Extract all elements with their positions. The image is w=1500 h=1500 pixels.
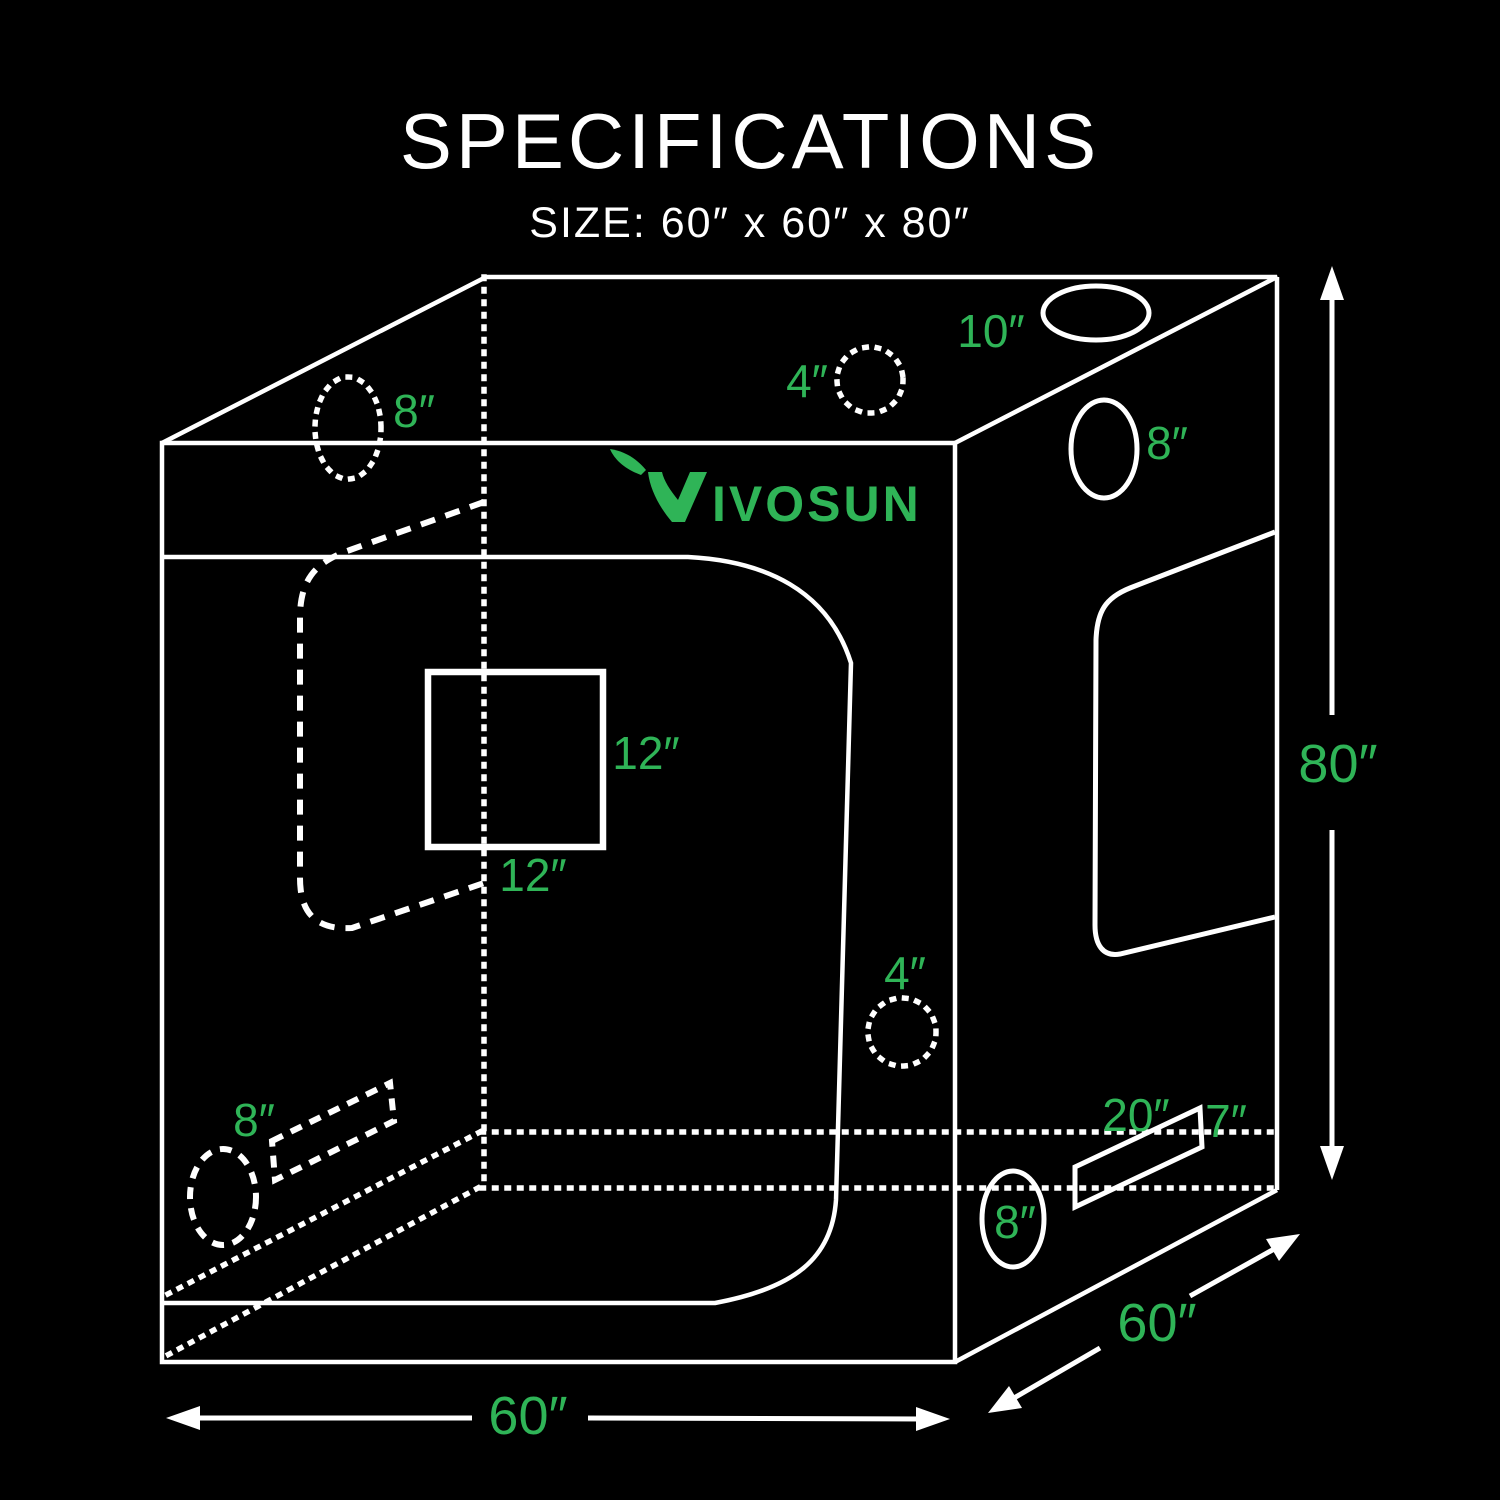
arrow-up-right-icon <box>1266 1234 1300 1261</box>
hidden-floor-left-edge-upper <box>160 1128 484 1300</box>
front-cord-port-label: 4″ <box>884 947 926 999</box>
width-dimension: 60″ <box>166 1386 950 1446</box>
page-title: SPECIFICATIONS <box>400 97 1100 185</box>
duct-port-top-left-8in <box>312 374 384 482</box>
left-duct-label: 8″ <box>233 1094 275 1146</box>
depth-dimension: 60″ <box>988 1234 1300 1413</box>
hidden-floor-left-edge-lower <box>158 1184 482 1362</box>
arrow-down-icon <box>1320 1146 1344 1180</box>
vivosun-logo-text: IVOSUN <box>712 476 922 532</box>
left-vent-hidden <box>268 1078 398 1185</box>
front-door-outline <box>162 554 854 1306</box>
vivosun-logo: IVOSUN <box>610 449 922 532</box>
vent-width-label: 20″ <box>1102 1089 1169 1141</box>
width-label: 60″ <box>488 1386 567 1446</box>
right-duct-label: 8″ <box>1146 417 1188 469</box>
arrow-down-left-icon <box>988 1386 1022 1413</box>
height-dimension: 80″ <box>1298 266 1378 1180</box>
front-door <box>162 554 854 1306</box>
top-duct-label: 10″ <box>957 305 1024 357</box>
duct-port-right-bottom-8in <box>979 1168 1047 1270</box>
depth-label: 60″ <box>1117 1293 1196 1353</box>
duct-port-left-hidden-8in <box>187 1146 259 1248</box>
hidden-left-door-outline <box>297 499 486 932</box>
vivosun-leaf-v-mark <box>648 472 707 522</box>
vent-height-label: 7″ <box>1205 1095 1247 1147</box>
duct-port-top-10in <box>1040 283 1152 343</box>
top-cord-port-label: 4″ <box>786 355 828 407</box>
size-subtitle: SIZE: 60″ x 60″ x 80″ <box>529 199 970 247</box>
arrow-left-icon <box>166 1406 200 1430</box>
arrow-up-icon <box>1320 266 1344 300</box>
right-face-bottom-edge <box>953 1188 1279 1364</box>
right-bottom-duct-label: 8″ <box>994 1196 1036 1248</box>
height-label: 80″ <box>1298 734 1377 794</box>
side-vent-20x7 <box>1072 1104 1205 1211</box>
cord-port-front-4in <box>865 995 939 1069</box>
window-height-label: 12″ <box>612 727 679 779</box>
window-width-label: 12″ <box>499 849 566 901</box>
top-left-duct-label: 8″ <box>393 385 435 437</box>
front-window-12in <box>424 668 607 851</box>
side-window <box>1092 529 1276 957</box>
cord-port-top-4in <box>834 344 906 416</box>
arrow-right-icon <box>916 1407 950 1431</box>
tent-outline <box>159 274 1280 1365</box>
vivosun-leaf-tip <box>610 449 646 475</box>
duct-port-right-8in <box>1068 397 1140 501</box>
top-face <box>160 274 1279 446</box>
